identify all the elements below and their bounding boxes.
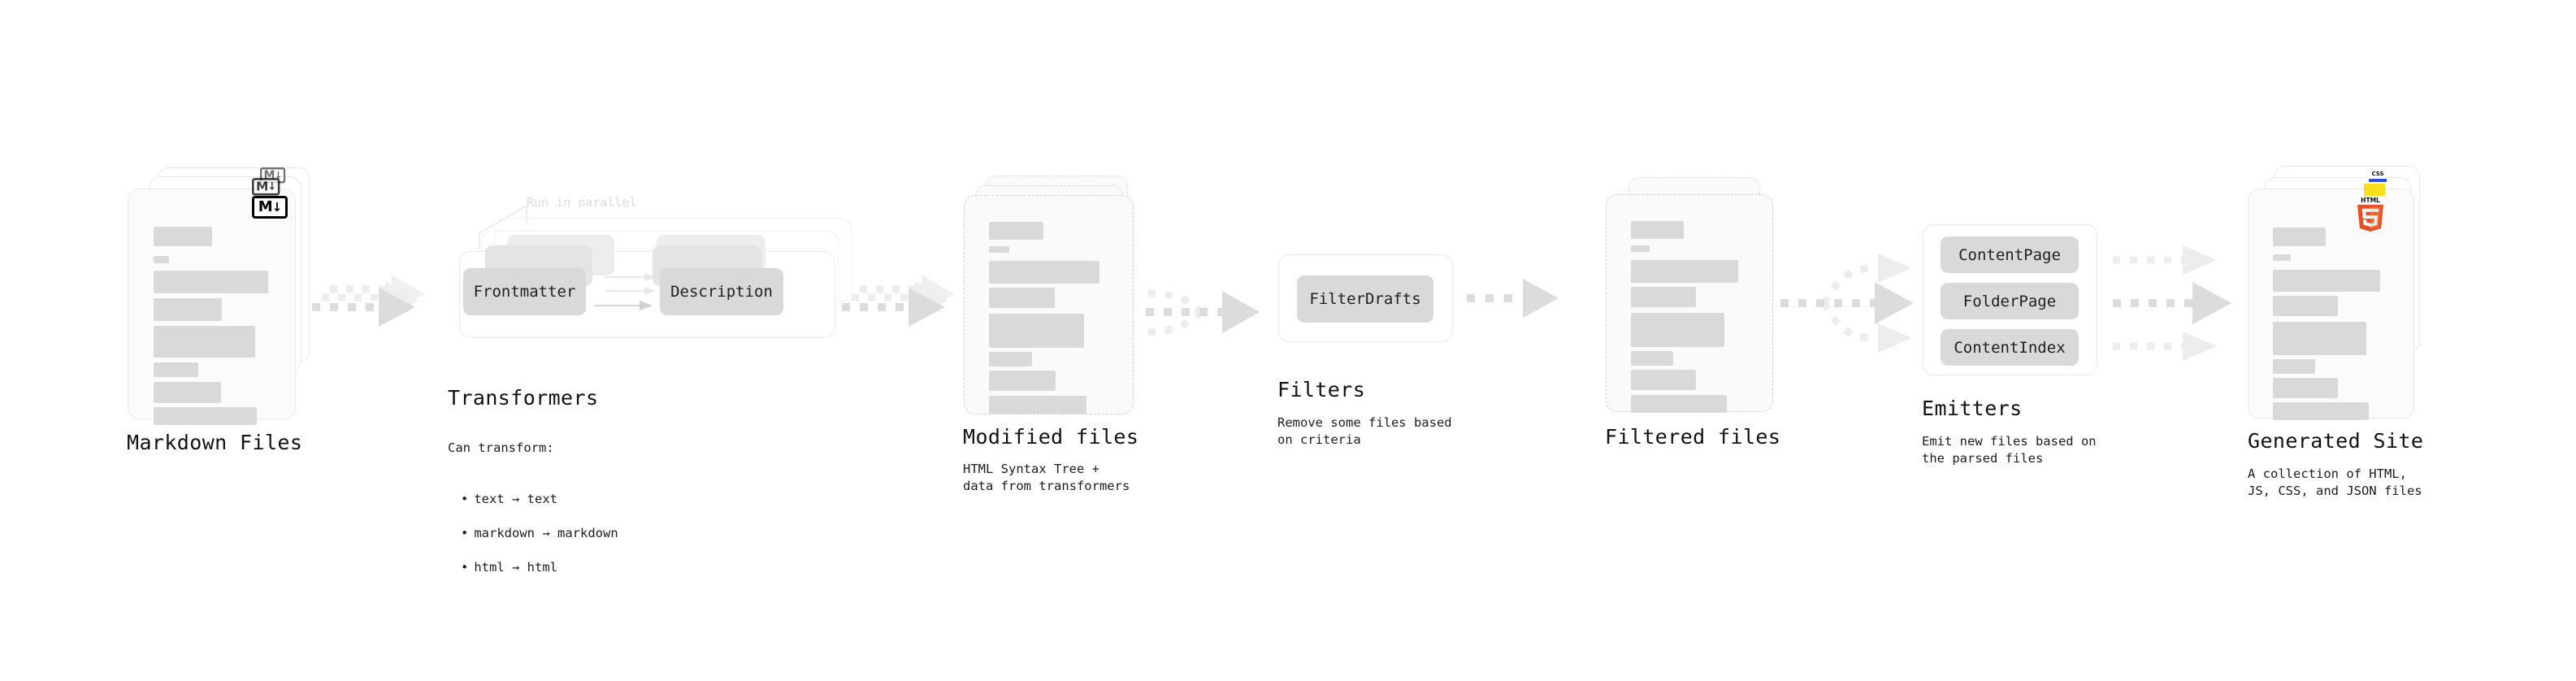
transformers-subtitle: Can transform: text → text markdown → ma…	[448, 423, 618, 610]
skeleton-line	[1631, 351, 1673, 366]
markdown-icon-arrow: ↓	[274, 169, 283, 181]
skeleton-line	[154, 227, 212, 246]
site-card-front	[2248, 189, 2414, 420]
transformers-capability-list: text → text markdown → markdown html → h…	[448, 474, 618, 593]
modified-files-title: Modified files	[963, 425, 1139, 449]
connector-transformers-to-modified	[842, 275, 954, 327]
css-icon: CSS	[2369, 171, 2387, 182]
markdown-card-front	[128, 189, 296, 425]
skeleton-line	[989, 222, 1043, 240]
filters-title: Filters	[1277, 378, 1366, 401]
skeleton-line	[2273, 359, 2315, 374]
emitters-title: Emitters	[1922, 397, 2023, 420]
emitter-pill-folderpage[interactable]: FolderPage	[1941, 283, 2079, 319]
skeleton-line	[1631, 313, 1724, 347]
emitter-pill-contentindex[interactable]: ContentIndex	[1941, 329, 2079, 366]
transformers-capability-item: html → html	[461, 559, 618, 576]
skeleton-line	[2273, 228, 2326, 246]
html5-icon: HTML	[2355, 196, 2386, 232]
run-in-parallel-label: Run in parallel	[527, 195, 637, 210]
skeleton-line	[989, 288, 1055, 308]
skeleton-line	[154, 407, 257, 425]
skeleton-line	[1631, 287, 1696, 307]
skeleton-line	[2273, 322, 2366, 355]
filtered-card-front	[1606, 194, 1773, 413]
skeleton-line	[2273, 254, 2291, 261]
connector-filtered-to-emitters	[1780, 254, 1914, 353]
skeleton-line	[989, 352, 1032, 367]
filter-pill-filterdrafts[interactable]: FilterDrafts	[1297, 275, 1433, 323]
markdown-icon-m: M	[263, 168, 275, 182]
markdown-icon-middle: M↓	[252, 178, 280, 196]
modified-files-subtitle: HTML Syntax Tree + data from transformer…	[963, 462, 1130, 493]
skeleton-line	[2273, 270, 2380, 292]
skeleton-line	[154, 382, 221, 403]
modified-card-front	[964, 195, 1134, 414]
svg-text:HTML: HTML	[2361, 197, 2380, 204]
transformers-title: Transformers	[448, 386, 599, 410]
generated-site-title: Generated Site	[2248, 429, 2424, 453]
skeleton-line	[989, 314, 1084, 348]
markdown-icon-m: M	[255, 179, 268, 194]
emitter-pill-contentpage[interactable]: ContentPage	[1941, 236, 2079, 273]
connector-emitters-to-site	[2113, 245, 2231, 361]
filters-subtitle: Remove some files based on criteria	[1277, 415, 1452, 447]
markdown-icon-arrow: ↓	[271, 199, 283, 215]
css-icon-label: CSS	[2371, 171, 2384, 177]
transformers-capability-item: markdown → markdown	[461, 525, 618, 542]
skeleton-line	[2273, 296, 2338, 316]
skeleton-line	[989, 371, 1056, 391]
skeleton-line	[1631, 245, 1650, 252]
transformer-pill-frontmatter[interactable]: Frontmatter	[463, 268, 586, 315]
transformer-inner-arrows	[594, 273, 656, 310]
transformers-capability-item: text → text	[461, 491, 618, 508]
generated-site-subtitle: A collection of HTML, JS, CSS, and JSON …	[2248, 466, 2422, 498]
skeleton-line	[154, 271, 268, 293]
skeleton-line	[2273, 402, 2369, 420]
skeleton-line	[2273, 378, 2338, 398]
skeleton-line	[154, 298, 222, 321]
emitters-subtitle: Emit new files based on the parsed files	[1922, 434, 2097, 466]
connector-modified-to-filters	[1146, 289, 1260, 336]
skeleton-line	[1631, 260, 1738, 283]
transformer-pill-description[interactable]: Description	[660, 268, 783, 315]
connector-filters-to-filtered	[1467, 279, 1559, 318]
filtered-files-title: Filtered files	[1605, 425, 1781, 449]
css-icon-bar	[2369, 179, 2387, 182]
skeleton-line	[989, 246, 1009, 253]
js-icon	[2364, 184, 2385, 196]
skeleton-line	[154, 326, 255, 358]
skeleton-line	[154, 256, 169, 263]
skeleton-line	[1631, 370, 1696, 390]
skeleton-line	[1631, 395, 1727, 413]
skeleton-line	[154, 362, 198, 377]
markdown-icon-front: M↓	[252, 196, 288, 219]
skeleton-line	[989, 261, 1099, 284]
markdown-icon-arrow: ↓	[267, 180, 276, 193]
markdown-files-title: Markdown Files	[127, 431, 303, 454]
skeleton-line	[989, 396, 1086, 414]
markdown-icon-m: M	[258, 198, 273, 215]
connector-md-to-transformers	[312, 275, 424, 327]
transformers-subtitle-head: Can transform:	[448, 440, 554, 455]
skeleton-line	[1631, 221, 1684, 239]
